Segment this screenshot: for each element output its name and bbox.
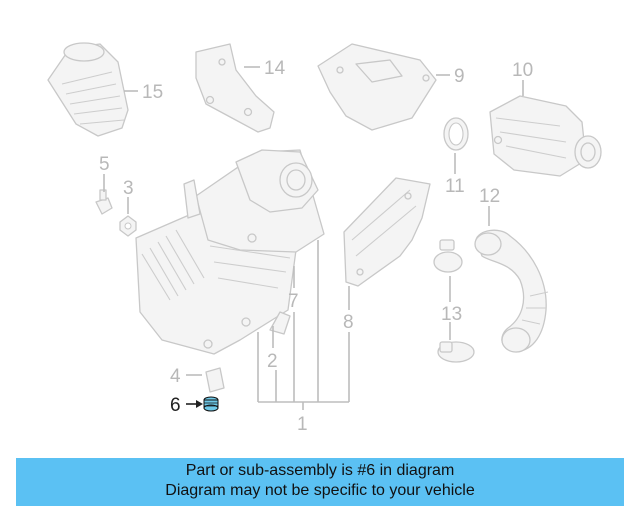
- part-3-nut: [119, 215, 137, 237]
- callout-1: 1: [297, 414, 308, 435]
- callout-5: 5: [99, 154, 110, 175]
- part-2-clip: [269, 311, 291, 335]
- part-info-banner: Part or sub-assembly is #6 in diagram Di…: [16, 458, 624, 506]
- part-11-o-ring: [443, 117, 469, 151]
- part-10-maf-housing: [489, 95, 602, 177]
- part-13-hose-clamp: [433, 239, 475, 363]
- part-14-bracket: [195, 43, 275, 133]
- callout-15: 15: [142, 82, 163, 103]
- part-4-grommet: [205, 367, 225, 393]
- callout-12: 12: [479, 186, 500, 207]
- callout-2: 2: [267, 351, 278, 372]
- callout-4: 4: [170, 366, 181, 387]
- banner-line-1: Part or sub-assembly is #6 in diagram: [185, 462, 455, 479]
- callout-6: 6: [170, 395, 181, 416]
- callout-10: 10: [512, 60, 533, 81]
- part-5-bolt: [95, 189, 113, 215]
- callout-leaders: [103, 66, 524, 410]
- callout-3: 3: [123, 178, 134, 199]
- part-8-heat-shield: [343, 177, 431, 287]
- callout-labels: 15 14 9 10 11 12 13 5 3 8 7 2 4 1 6: [99, 58, 533, 435]
- banner-line-2: Diagram may not be specific to your vehi…: [165, 482, 475, 499]
- part-9-air-guide: [317, 43, 437, 131]
- callout-9: 9: [454, 66, 465, 87]
- part-1-air-cleaner-assembly: [135, 149, 325, 355]
- callout-13: 13: [441, 304, 462, 325]
- parts-diagram: 15 14 9 10 11 12 13 5 3 8 7 2 4 1 6: [47, 42, 602, 435]
- callout-8: 8: [343, 312, 354, 333]
- callout-7: 7: [288, 291, 299, 312]
- callout-11: 11: [445, 176, 465, 197]
- callout-14: 14: [264, 58, 286, 79]
- part-6-mount-highlighted: [203, 396, 219, 412]
- part-15-intake-duct: [47, 42, 129, 137]
- part-12-outlet-hose: [474, 229, 549, 353]
